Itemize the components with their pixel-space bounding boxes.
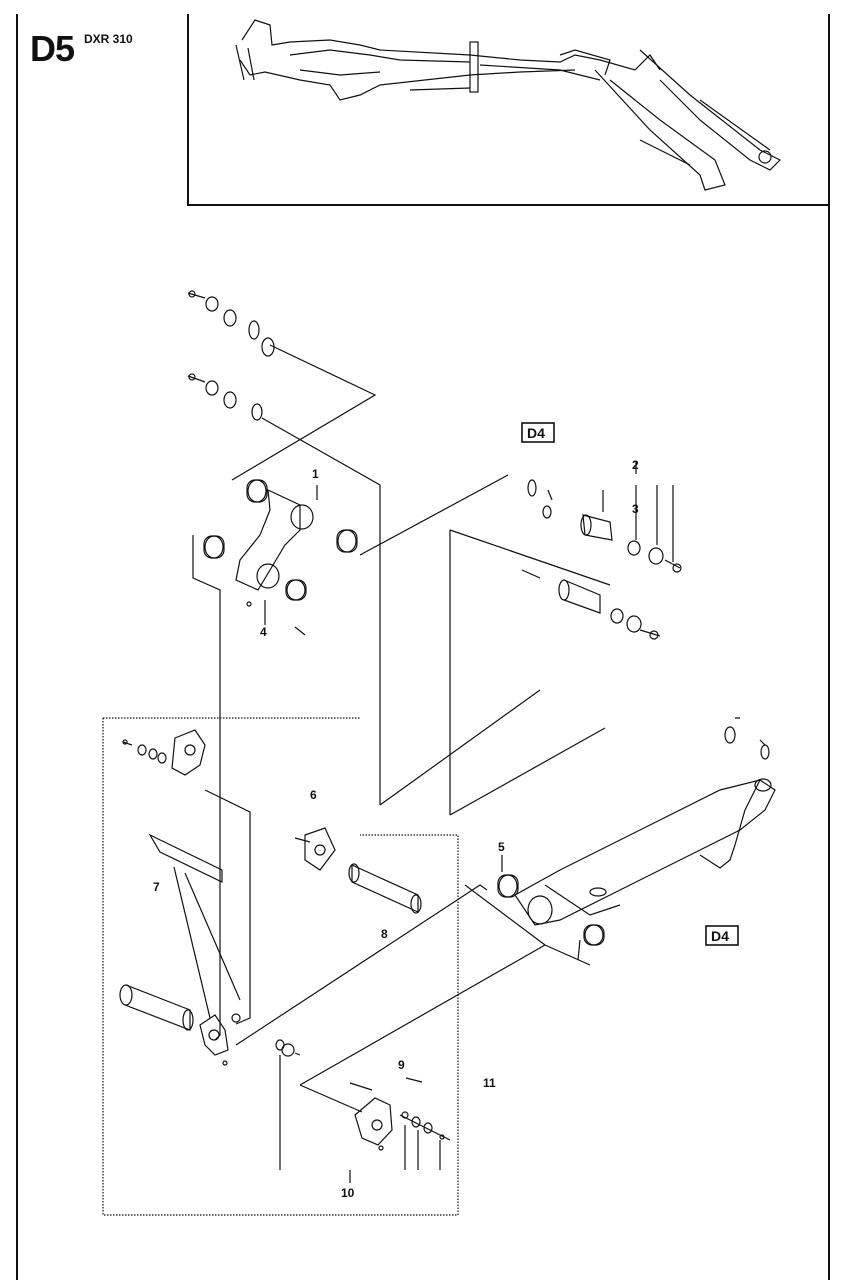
- page-frame-left: [16, 14, 18, 1280]
- page-frame-right: [828, 14, 830, 1280]
- reference-box-upper: D4: [521, 422, 555, 443]
- callout-2: 2: [632, 458, 639, 472]
- lower-boom-arm: [299, 717, 776, 1086]
- subassembly-outline: [102, 717, 459, 1216]
- reference-box-lower: D4: [705, 925, 739, 946]
- machine-overview-drawing: [235, 19, 782, 191]
- mounting-plate-upper: [122, 729, 251, 1025]
- callout-10: 10: [341, 1186, 355, 1200]
- callout-3: 3: [632, 502, 639, 516]
- plate-part-10: [275, 1039, 451, 1183]
- link-arm-assembly: [192, 474, 509, 1041]
- callout-9: 9: [398, 1058, 405, 1072]
- pin-assembly-lower: [379, 529, 661, 816]
- callout-1: 1: [312, 467, 319, 481]
- upper-fastener-set-a: [187, 290, 377, 481]
- upper-fastener-set-b: [187, 373, 381, 805]
- ref-label-upper: D4: [527, 425, 545, 441]
- callout-6: 6: [310, 788, 317, 802]
- mounting-plate-lower: [119, 884, 488, 1066]
- lever-part-7: [148, 833, 241, 1019]
- callout-8: 8: [381, 927, 388, 941]
- overview-inset: [187, 14, 828, 206]
- callout-7: 7: [153, 880, 160, 894]
- ref-label-lower: D4: [711, 928, 729, 944]
- section-id: D5: [30, 28, 75, 69]
- model-label: DXR 310: [84, 32, 133, 46]
- bushing-part-5: [497, 855, 519, 898]
- callout-labels: 1 2 3 4 5 6 7 8 9 10 11: [153, 458, 639, 1200]
- callout-11: 11: [483, 1076, 496, 1090]
- callout-5: 5: [498, 840, 505, 854]
- pin-part-8: [294, 827, 422, 914]
- callout-4: 4: [260, 625, 267, 639]
- pin-assembly-upper: [527, 462, 682, 573]
